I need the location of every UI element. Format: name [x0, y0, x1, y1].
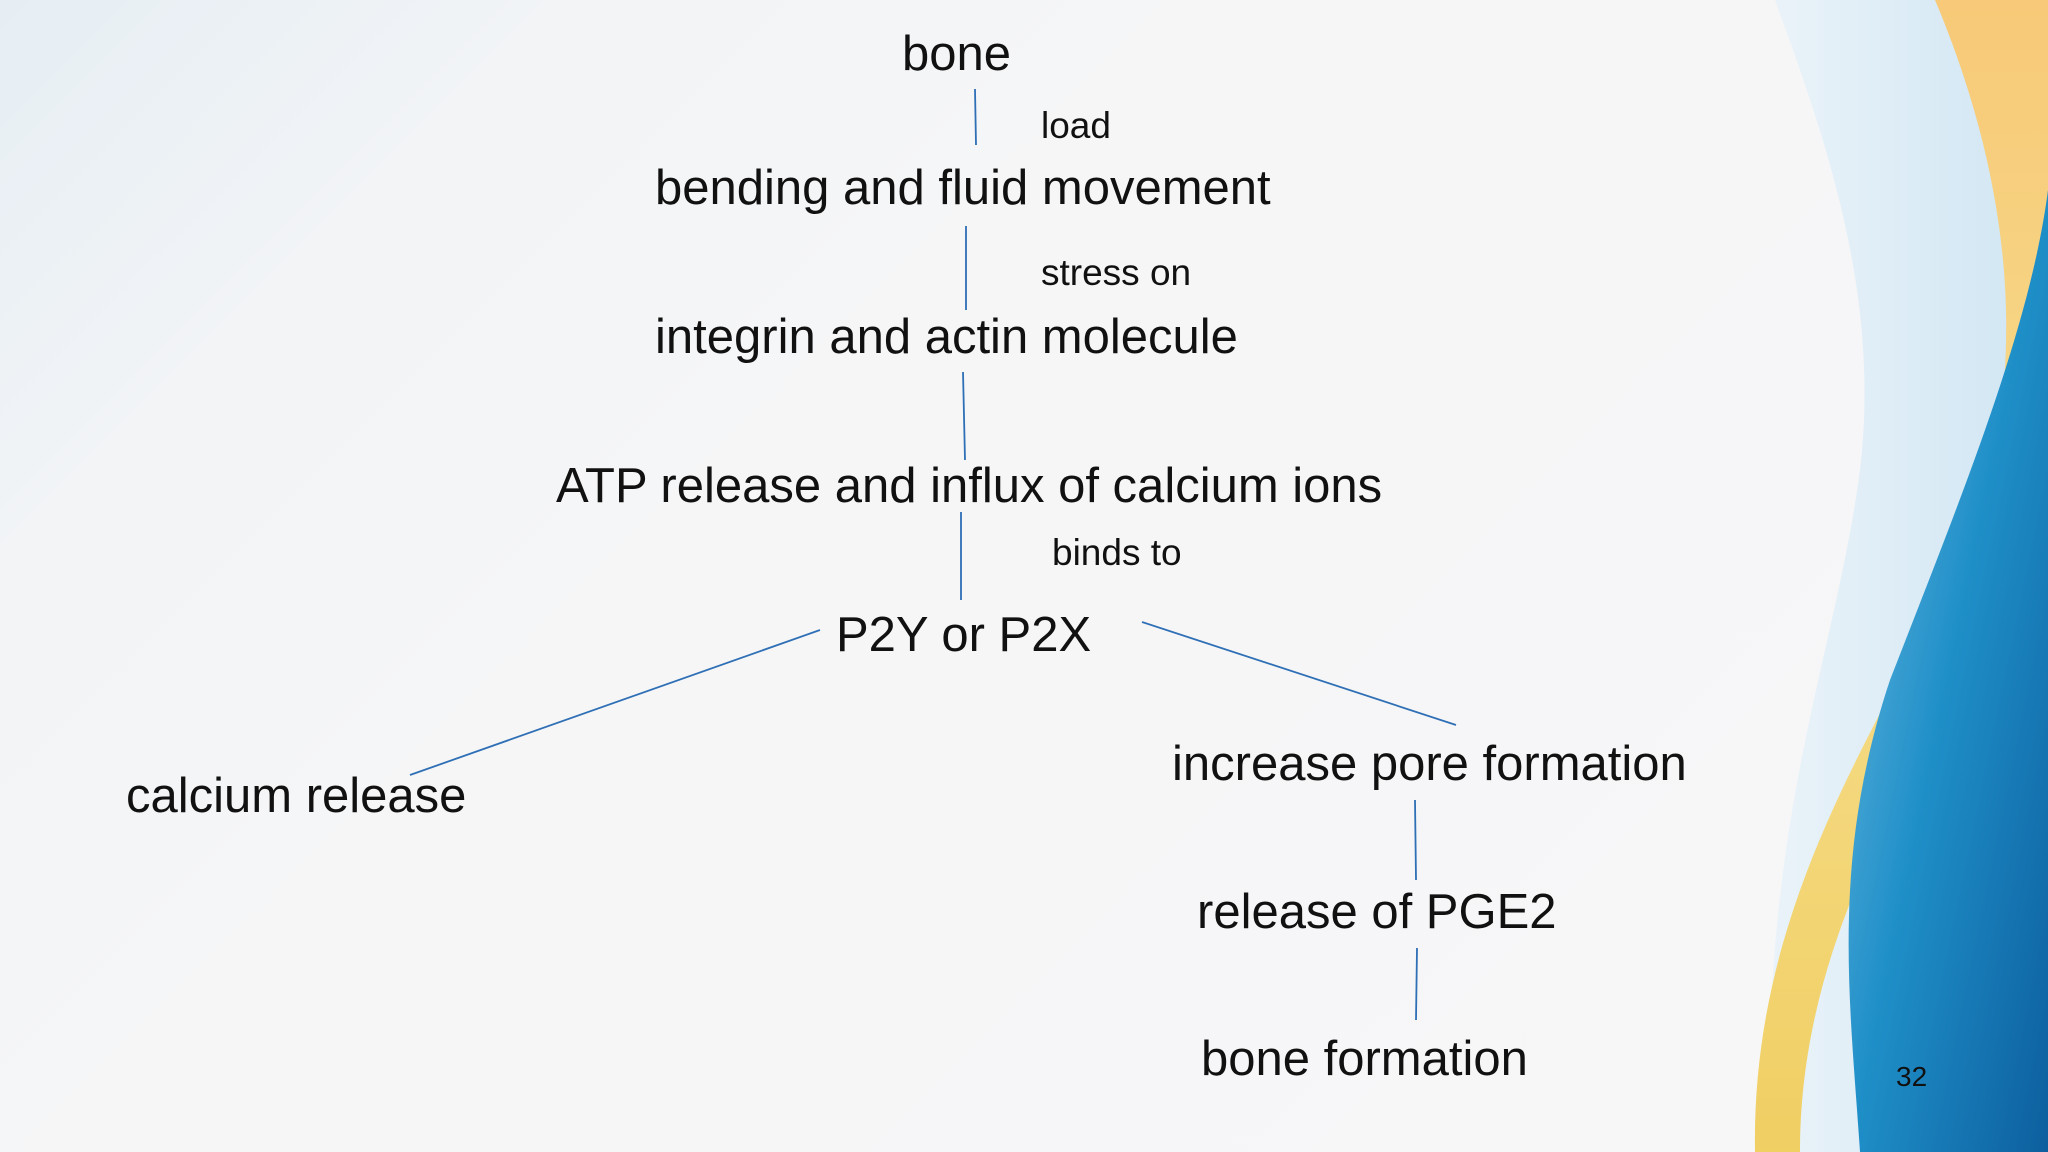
- node-bone: bone: [902, 27, 1012, 81]
- edge-label-stress-on: stress on: [1041, 252, 1192, 293]
- page-number: 32: [1896, 1061, 1928, 1092]
- node-p2y-or-p2x: P2Y or P2X: [836, 608, 1092, 662]
- node-increase-pore-formation: increase pore formation: [1172, 737, 1687, 791]
- connector-p2y-to-calcium-release: [409, 629, 821, 776]
- connector-integrin-to-atp: [962, 371, 966, 461]
- connector-pore-to-pge2: [1414, 799, 1417, 881]
- node-bending-and-fluid-movement: bending and fluid movement: [655, 161, 1271, 215]
- connector-p2y-to-pore: [1141, 621, 1457, 726]
- connector-pge2-to-bone-formation: [1415, 947, 1418, 1021]
- node-atp-release: ATP release and influx of calcium ions: [556, 459, 1383, 513]
- node-integrin-and-actin: integrin and actin molecule: [655, 310, 1238, 364]
- node-release-of-pge2: release of PGE2: [1197, 885, 1557, 939]
- node-calcium-release: calcium release: [126, 769, 467, 823]
- edge-label-load: load: [1041, 105, 1111, 146]
- node-bone-formation: bone formation: [1201, 1032, 1528, 1086]
- edge-label-binds-to: binds to: [1052, 532, 1182, 573]
- connector-bone-to-bending: [974, 88, 977, 146]
